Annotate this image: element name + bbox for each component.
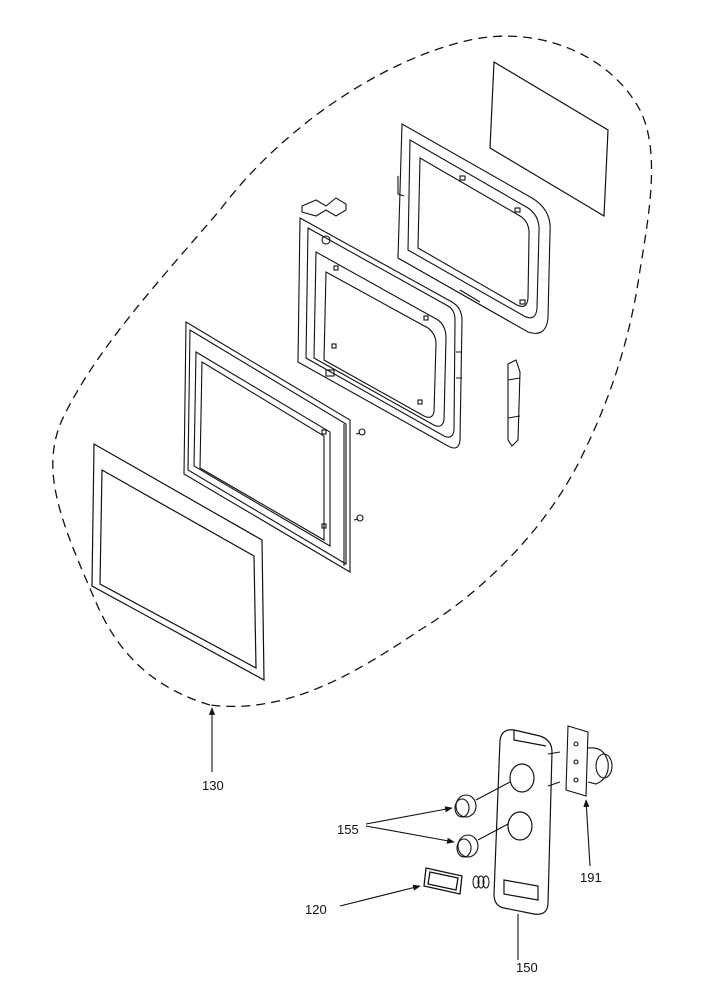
control-panel (493, 729, 553, 915)
choke-frame (397, 123, 551, 334)
door-frame (297, 217, 463, 449)
label-120: 120 (305, 902, 327, 917)
label-155: 155 (337, 822, 359, 837)
hinge-clip (301, 197, 347, 217)
outer-door-panel (183, 321, 351, 573)
leader-120 (339, 884, 421, 907)
leader-155-a (365, 806, 453, 825)
leader-155-b (365, 825, 455, 844)
back-glass-plate (489, 60, 609, 218)
label-130: 130 (202, 778, 224, 793)
door-assembly-boundary (52, 35, 653, 707)
label-150: 150 (516, 960, 538, 975)
front-cover-plate (91, 442, 265, 682)
bracket-switch (547, 725, 613, 797)
screws (353, 428, 366, 522)
control-knobs (454, 781, 511, 858)
spring (472, 875, 490, 889)
leader-191 (583, 799, 591, 867)
door-latch (507, 359, 521, 447)
label-191: 191 (580, 870, 602, 885)
window-plate (423, 867, 463, 895)
